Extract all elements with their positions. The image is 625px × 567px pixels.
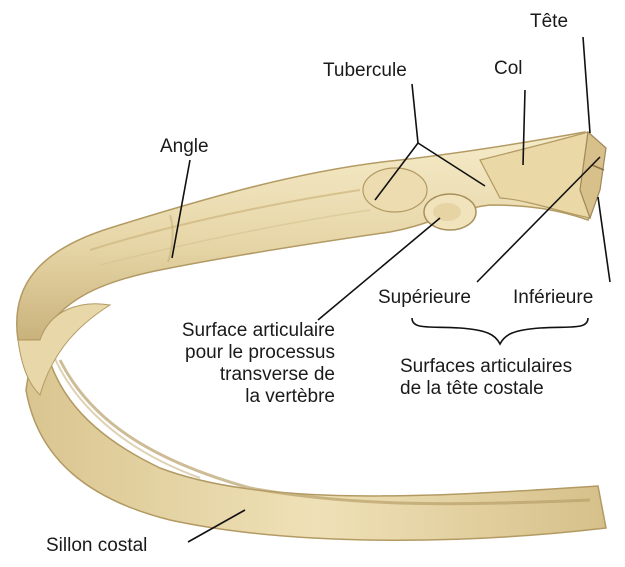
label-superieure: Supérieure: [378, 287, 471, 309]
label-tete: Tête: [530, 11, 568, 33]
label-surfaces-tete-line2: de la tête costale: [400, 378, 572, 400]
leader-tubercule-stem: [412, 84, 418, 143]
label-surface-processus-line4: la vertèbre: [182, 386, 335, 408]
label-angle: Angle: [160, 136, 209, 158]
leader-tete: [583, 37, 590, 133]
label-surface-processus-line1: Surface articulaire: [182, 320, 335, 342]
label-inferieure: Inférieure: [513, 287, 593, 309]
label-surface-processus: Surface articulaire pour le processus tr…: [182, 320, 335, 408]
label-surface-processus-line3: transverse de: [182, 364, 335, 386]
brace: [412, 318, 588, 344]
label-surface-processus-line2: pour le processus: [182, 342, 335, 364]
label-sillon: Sillon costal: [46, 535, 147, 557]
label-col: Col: [494, 58, 523, 80]
label-tubercule: Tubercule: [323, 60, 407, 82]
label-surfaces-tete-line1: Surfaces articulaires: [400, 356, 572, 378]
leader-inferieure: [598, 197, 610, 282]
label-surfaces-tete: Surfaces articulaires de la tête costale: [400, 356, 572, 400]
